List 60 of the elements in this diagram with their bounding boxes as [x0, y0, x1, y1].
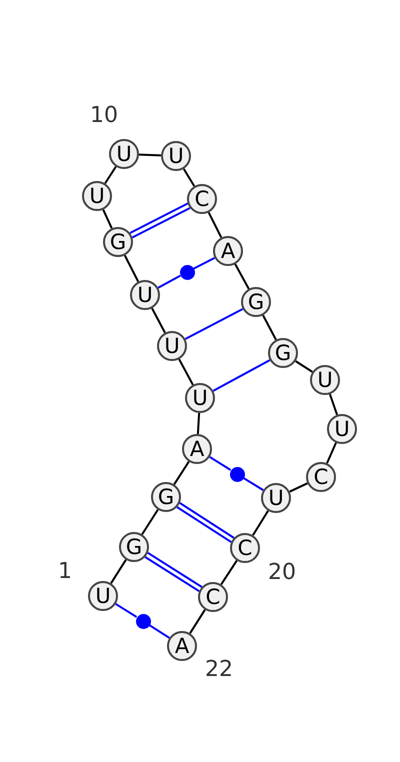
base-pair-line	[184, 308, 244, 340]
nucleotide-circle: G	[103, 227, 133, 257]
backbone-line	[138, 154, 162, 156]
nucleotide-circle: U	[88, 581, 118, 611]
base-pair-line	[193, 256, 216, 270]
backbone-line	[328, 394, 338, 416]
nucleotide-circle: A	[213, 236, 243, 266]
backbone-line	[295, 360, 313, 373]
nucleotide-circle: U	[157, 331, 187, 361]
backbone-line	[178, 358, 194, 386]
nucleotide-circle: C	[187, 184, 217, 214]
backbone-line	[141, 509, 159, 535]
nucleotide-circle: G	[268, 338, 298, 368]
backbone-line	[262, 314, 277, 340]
backbone-line	[196, 412, 200, 434]
base-pair-line	[212, 359, 270, 392]
dot-icon	[136, 614, 150, 628]
backbone-line	[182, 168, 196, 187]
backbone-line	[220, 560, 238, 585]
nucleotide-circle: A	[182, 434, 212, 464]
nucleotide-circle: U	[310, 365, 340, 395]
backbone-line	[252, 510, 269, 536]
backbone-line	[151, 308, 166, 334]
nucleotide-circle: C	[198, 582, 228, 612]
position-number: 22	[205, 659, 233, 681]
backbone-line	[104, 166, 117, 184]
position-number: 10	[90, 105, 118, 127]
backbone-line	[234, 264, 250, 290]
base-pair-line	[158, 274, 181, 289]
base-pair-line	[115, 603, 138, 618]
backbone-line	[208, 212, 222, 238]
backbone-line	[326, 442, 337, 464]
nucleotide-circle: U	[261, 483, 291, 513]
base-pair-line	[148, 624, 170, 639]
nucleotide-circle: U	[327, 414, 357, 444]
base-pair-line	[130, 202, 188, 234]
backbone-line	[289, 482, 308, 493]
nucleotide-circle: C	[230, 533, 260, 563]
nucleotide-circle: U	[130, 280, 160, 310]
backbone-line	[173, 461, 190, 485]
backbone-line	[102, 209, 113, 229]
nucleotide-circle: U	[185, 383, 215, 413]
backbone-line	[124, 254, 140, 282]
base-pair-line	[242, 477, 264, 491]
backbone-line	[110, 559, 127, 584]
nucleotide-circle: A	[167, 631, 197, 661]
position-number: 1	[58, 561, 72, 583]
dot-icon	[180, 264, 194, 280]
base-pair-line	[132, 207, 190, 238]
dot-icon	[230, 466, 244, 482]
backbone-line	[189, 609, 206, 634]
nucleotide-circle: G	[151, 482, 181, 512]
nucleotide-circle: G	[241, 287, 271, 317]
base-pair-line	[209, 456, 232, 471]
nucleotide-circle: U	[82, 181, 112, 211]
position-number: 20	[268, 562, 296, 584]
nucleotide-circle: U	[109, 139, 139, 169]
nucleotide-circle: C	[306, 462, 336, 492]
nucleotide-circle: G	[119, 532, 149, 562]
nucleotide-circle: U	[161, 141, 191, 171]
